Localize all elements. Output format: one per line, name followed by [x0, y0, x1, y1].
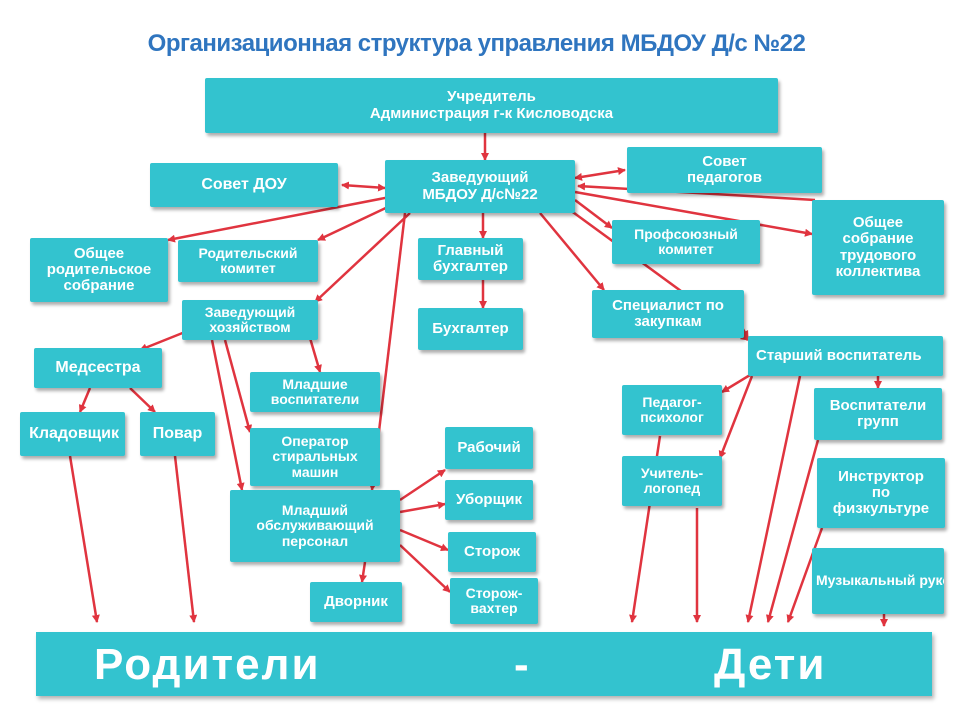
node-senior-educator-label: Старший воспитатель	[756, 346, 922, 364]
node-senior-educator: Старший воспитатель	[748, 336, 943, 376]
arrow-head-labor-collective	[574, 190, 813, 237]
arrow-head-parent-meeting	[167, 195, 391, 243]
node-storekeeper: Кладовщик	[20, 412, 125, 456]
node-guard: Сторож	[448, 532, 536, 572]
node-labor-collective-label: Общее собрание трудового коллектива	[835, 214, 921, 280]
node-pe-instructor: Инструктор по физкультуре	[817, 458, 945, 528]
parents-label: Родители	[94, 640, 321, 689]
node-trade-union-label: Профсоюзный комитет	[634, 225, 738, 257]
arrow-supply-nurse	[139, 328, 191, 352]
node-pe-instructor-label: Инструктор по физкультуре	[832, 467, 930, 518]
arrow-head-parent-committee	[317, 203, 393, 242]
node-supply-manager-label: Заведующий хозяйством	[204, 303, 296, 335]
node-nurse-label: Медсестра	[55, 359, 141, 377]
parents-children-bar: Родители - Дети	[36, 632, 932, 696]
node-labor-collective: Общее собрание трудового коллектива	[812, 200, 944, 295]
node-janitor: Дворник	[310, 582, 402, 622]
node-speech-therapist: Учитель- логопед	[622, 456, 722, 506]
arrow-staff-worker	[399, 468, 446, 502]
arrow-staff-guard	[399, 528, 449, 552]
node-supply-manager: Заведующий хозяйством	[182, 300, 318, 340]
node-general-parent-meeting: Общее родительское собрание	[30, 238, 168, 302]
node-junior-educators-label: Младшие воспитатели	[270, 375, 360, 407]
node-janitor-label: Дворник	[324, 592, 388, 610]
arrow-staff-watchman	[399, 544, 451, 593]
node-chief-accountant: Главный бухгалтер	[418, 238, 523, 280]
node-group-educators-label: Воспитатели групп	[829, 396, 927, 430]
arrow-collective-head	[577, 182, 816, 202]
node-guard-watchman-label: Сторож- вахтер	[465, 584, 523, 616]
node-cleaner: Уборщик	[445, 480, 533, 520]
node-parent-committee: Родительский комитет	[178, 240, 318, 282]
node-accountant: Бухгалтер	[418, 308, 523, 350]
node-worker: Рабочий	[445, 427, 533, 469]
node-council-dou: Совет ДОУ	[150, 163, 338, 207]
node-procurement-label: Специалист по закупкам	[612, 296, 724, 330]
arrow-instructor-bottom	[786, 527, 824, 623]
node-music-director-label: Музыкальный руководитель	[816, 572, 944, 589]
arrow-nurse-cook	[129, 387, 156, 413]
children-label: Дети	[714, 640, 827, 689]
node-music-director: Музыкальный руководитель	[812, 548, 944, 614]
node-guard-watchman: Сторож- вахтер	[450, 578, 538, 624]
node-founder-label: Учредитель Администрация г-к Кисловодска	[369, 88, 614, 122]
arrow-groups-bottom	[765, 439, 820, 623]
node-worker-label: Рабочий	[457, 438, 521, 456]
node-junior-educators: Младшие воспитатели	[250, 372, 380, 412]
node-trade-union: Профсоюзный комитет	[612, 220, 760, 264]
node-group-educators: Воспитатели групп	[814, 388, 942, 440]
dash-label: -	[514, 640, 531, 689]
node-laundry-operator: Оператор стиральных машин	[250, 428, 380, 486]
node-cook-label: Повар	[152, 425, 203, 443]
arrow-supply-junior-educators	[308, 337, 322, 373]
node-junior-staff-label: Младший обслуживающий персонал	[256, 502, 374, 549]
node-founder: Учредитель Администрация г-к Кисловодска	[205, 78, 778, 133]
node-accountant-label: Бухгалтер	[432, 319, 509, 337]
node-procurement: Специалист по закупкам	[592, 290, 744, 338]
arrow-supply-junior-staff	[210, 339, 245, 491]
node-psychologist: Педагог- психолог	[622, 385, 722, 435]
node-parent-committee-label: Родительский комитет	[198, 244, 298, 276]
node-speech-therapist-label: Учитель- логопед	[640, 464, 704, 496]
node-teacher-council-label: Совет педагогов	[687, 152, 762, 186]
node-guard-label: Сторож	[464, 542, 520, 560]
arrow-senior-bottom	[745, 375, 802, 623]
chart-title: Организационная структура управления МБД…	[147, 30, 806, 57]
node-laundry-operator-label: Оператор стиральных машин	[272, 433, 358, 480]
arrow-storekeeper-bottom	[68, 455, 100, 623]
arrow-nurse-storekeeper	[78, 387, 92, 413]
arrow-head-council	[341, 181, 386, 192]
node-cook: Повар	[140, 412, 215, 456]
node-general-parent-meeting-label: Общее родительское собрание	[46, 244, 152, 295]
node-head: Заведующий МБДОУ Д/с№22	[385, 160, 575, 213]
node-chief-accountant-label: Главный бухгалтер	[433, 241, 508, 275]
node-teacher-council: Совет педагогов	[627, 147, 822, 193]
arrow-head-teacher-council	[574, 167, 626, 181]
node-psychologist-label: Педагог- психолог	[640, 393, 704, 425]
node-cleaner-label: Уборщик	[456, 490, 522, 508]
arrow-head-procurement	[539, 212, 605, 291]
node-junior-staff: Младший обслуживающий персонал	[230, 490, 400, 562]
node-storekeeper-label: Кладовщик	[29, 425, 119, 443]
node-head-label: Заведующий МБДОУ Д/с№22	[422, 169, 538, 203]
arrow-staff-janitor	[359, 561, 367, 583]
arrow-cook-bottom	[173, 455, 198, 623]
node-council-dou-label: Совет ДОУ	[201, 176, 287, 194]
arrow-senior-therapist	[718, 375, 754, 459]
node-nurse: Медсестра	[34, 348, 162, 388]
arrow-staff-cleaner	[399, 501, 446, 514]
arrow-supply-laundry	[223, 339, 253, 433]
arrow-head-supply-manager	[314, 212, 411, 303]
arrow-head-trade-union	[574, 199, 613, 229]
